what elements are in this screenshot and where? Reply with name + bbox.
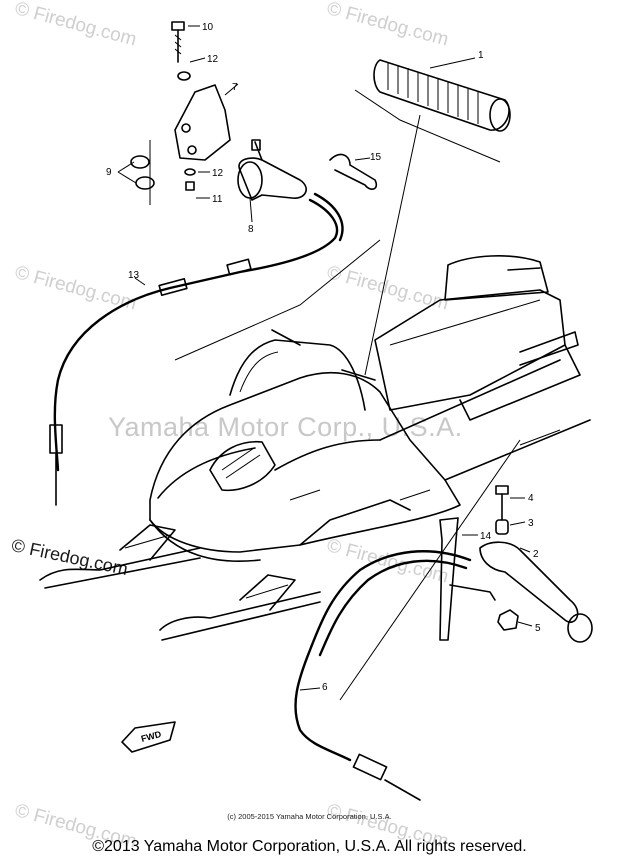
callout-11: 11 — [212, 194, 223, 205]
fwd-arrow-icon: FWD — [121, 721, 176, 753]
callout-4: 4 — [528, 493, 534, 504]
callout-labels: 1 2 3 4 5 6 7 8 9 10 11 12 12 13 14 15 — [106, 22, 541, 693]
part-15-clip — [329, 153, 378, 190]
brake-lever-assembly — [439, 485, 593, 643]
upper-bracket-assembly — [117, 21, 307, 223]
snowmobile-body — [149, 255, 591, 563]
skis — [39, 524, 321, 641]
callout-3: 3 — [528, 518, 534, 529]
callout-10: 10 — [202, 22, 214, 33]
callout-15: 15 — [370, 152, 382, 163]
callout-13: 13 — [128, 270, 140, 281]
leader-lines — [134, 25, 533, 691]
callout-12b: 12 — [212, 168, 224, 179]
throttle-cable-13 — [49, 192, 381, 506]
assembly-arrows — [271, 329, 376, 381]
part-1-grip — [354, 57, 511, 376]
callout-14: 14 — [480, 531, 492, 542]
callout-5: 5 — [535, 623, 541, 634]
copyright-footer: ©2013 Yamaha Motor Corporation, U.S.A. A… — [92, 838, 527, 855]
callout-6: 6 — [322, 682, 328, 693]
center-watermark: Yamaha Motor Corp., U.S.A. — [108, 412, 463, 442]
brake-cable-6 — [294, 429, 561, 801]
callout-1: 1 — [478, 50, 484, 61]
callout-8: 8 — [248, 224, 254, 235]
small-copyright: (c) 2005-2015 Yamaha Motor Corporation, … — [227, 812, 392, 821]
fwd-label: FWD — [140, 729, 163, 744]
callout-7: 7 — [232, 82, 238, 93]
callout-12: 12 — [207, 54, 219, 65]
callout-2: 2 — [533, 549, 539, 560]
callout-9: 9 — [106, 167, 112, 178]
